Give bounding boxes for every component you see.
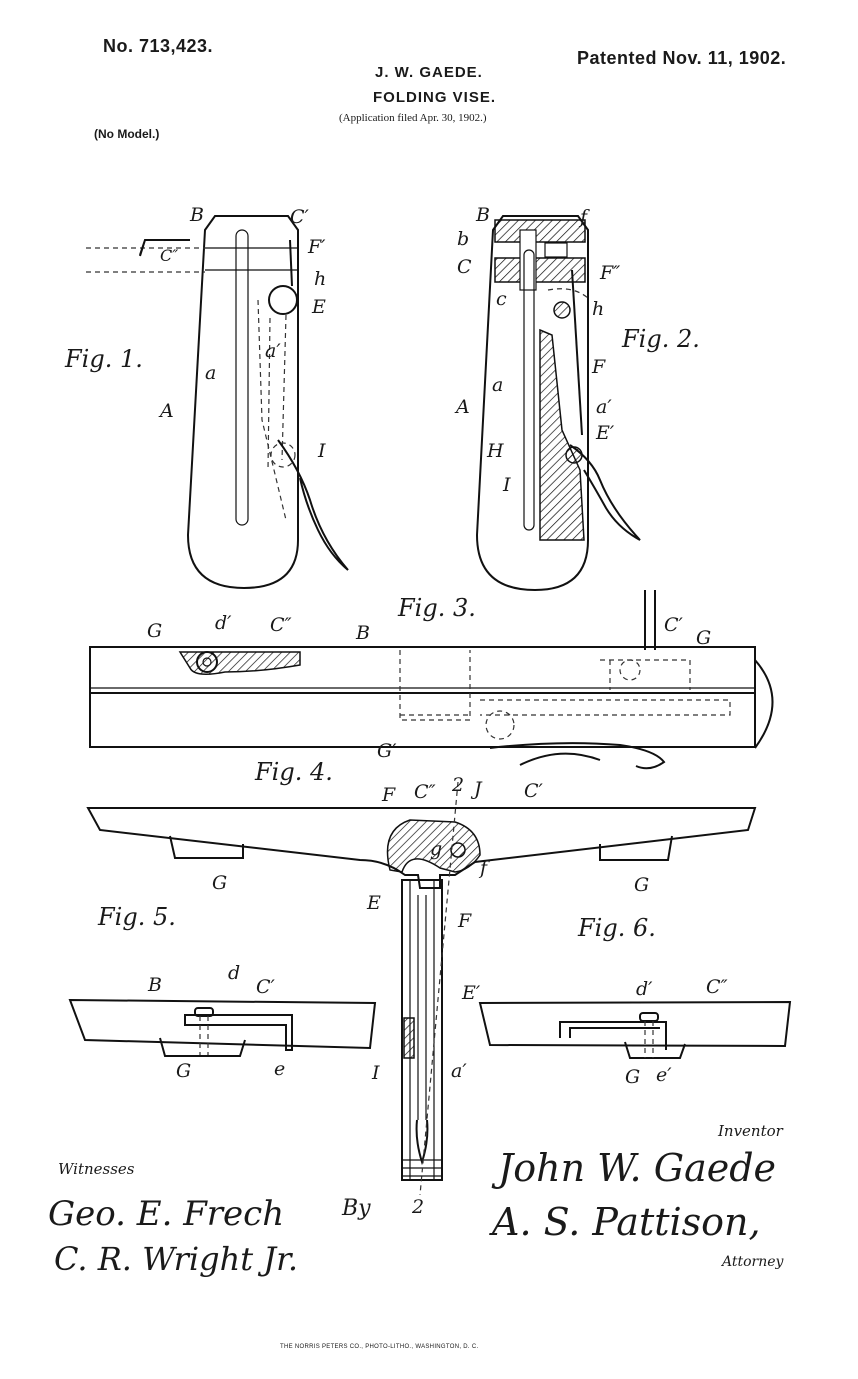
fig3-label: C′: [664, 614, 683, 636]
fig6-label: C″: [706, 976, 728, 998]
fig5-label: G: [176, 1060, 192, 1082]
fig2-label: I: [503, 474, 511, 496]
fig1-label: B: [190, 204, 204, 226]
fig1-label: a′: [265, 340, 281, 362]
fig2-label: F″: [600, 262, 621, 284]
inventor-signature: John W. Gaede: [498, 1146, 777, 1190]
patent-title: FOLDING VISE.: [373, 89, 497, 106]
fig4-label: E′: [462, 982, 481, 1004]
fig2-label: h: [592, 298, 605, 320]
fig3-label: G′: [377, 740, 397, 762]
fig5-label: d: [228, 962, 241, 984]
fig2-label: c: [496, 288, 507, 310]
fig3-label: G: [696, 627, 712, 649]
figure-3-title: Fig. 3.: [398, 594, 476, 622]
fig1-label: h: [314, 268, 327, 290]
fig2-label: a′: [596, 396, 612, 418]
figure-4-drawing: [86, 781, 757, 1196]
printer-credit: THE NORRIS PETERS CO., PHOTO-LITHO., WAS…: [280, 1344, 479, 1350]
fig4-label: f: [480, 857, 488, 879]
figure-4-title: Fig. 4.: [255, 758, 333, 786]
fig1-label: a: [205, 362, 217, 384]
fig1-label: I: [318, 440, 326, 462]
model-note: (No Model.): [94, 127, 160, 141]
fig4-label: E: [367, 892, 381, 914]
fig4-label: C″: [414, 781, 436, 803]
fig2-label: F: [592, 356, 606, 378]
fig1-label: C″: [160, 246, 179, 265]
fig1-label: E: [312, 296, 326, 318]
fig4-label: C′: [524, 780, 543, 802]
fig2-label: C: [457, 256, 472, 278]
witness-signature-2: C. R. Wright Jr.: [54, 1240, 299, 1278]
fig6-label: e′: [656, 1064, 672, 1086]
figure-5-title: Fig. 5.: [98, 903, 176, 931]
fig1-label: A: [160, 400, 174, 422]
figure-1-title: Fig. 1.: [65, 345, 143, 373]
inventor-name: J. W. GAEDE.: [375, 64, 483, 81]
fig4-label: J: [474, 778, 482, 800]
attorney-signature: A. S. Pattison,: [492, 1200, 761, 1244]
patent-number: No. 713,423.: [103, 36, 214, 56]
fig1-label: C′: [290, 206, 309, 228]
figure-2-drawing: [475, 215, 641, 592]
fig3-label: d′: [215, 612, 232, 634]
fig5-label: e: [274, 1058, 286, 1080]
fig5-label: B: [148, 974, 162, 996]
fig3-label: G: [147, 620, 163, 642]
fig2-label: B: [476, 204, 490, 226]
fig2-label: f: [580, 206, 588, 228]
fig1-label: F′: [308, 236, 326, 258]
application-date: (Application filed Apr. 30, 1902.): [339, 112, 487, 124]
fig3-label: C″: [270, 614, 292, 636]
fig4-label: 2: [452, 774, 465, 796]
fig4-label: F: [458, 910, 472, 932]
fig4-label: I: [372, 1062, 380, 1084]
fig2-label: E′: [596, 422, 615, 444]
fig3-label: B: [356, 622, 370, 644]
attorney-label: Attorney: [722, 1254, 784, 1270]
witnesses-label: Witnesses: [58, 1160, 135, 1178]
figure-6-title: Fig. 6.: [578, 914, 656, 942]
fig5-label: C′: [256, 976, 275, 998]
patent-date: Patented Nov. 11, 1902.: [577, 48, 787, 68]
fig4-label: F: [382, 784, 396, 806]
fig2-label: H: [487, 440, 504, 462]
fig4-label: G: [212, 872, 228, 894]
fig4-label: a′: [451, 1060, 467, 1082]
figure-3-drawing: [89, 590, 774, 770]
figure-6-drawing: [478, 1000, 792, 1059]
fig2-label: a: [492, 374, 504, 396]
fig6-label: G: [625, 1066, 641, 1088]
figure-1-drawing: [86, 215, 349, 590]
witness-signature-1: Geo. E. Frech: [48, 1194, 285, 1234]
fig4-label: 2: [412, 1196, 425, 1218]
figure-2-title: Fig. 2.: [622, 325, 700, 353]
inventor-label: Inventor: [718, 1122, 783, 1140]
by-label: By: [342, 1196, 371, 1221]
fig2-label: A: [456, 396, 470, 418]
figure-5-drawing: [68, 998, 377, 1057]
fig6-label: d′: [636, 978, 653, 1000]
fig2-label: b: [457, 228, 470, 250]
fig4-label: G: [634, 874, 650, 896]
fig4-label: g: [430, 838, 443, 860]
